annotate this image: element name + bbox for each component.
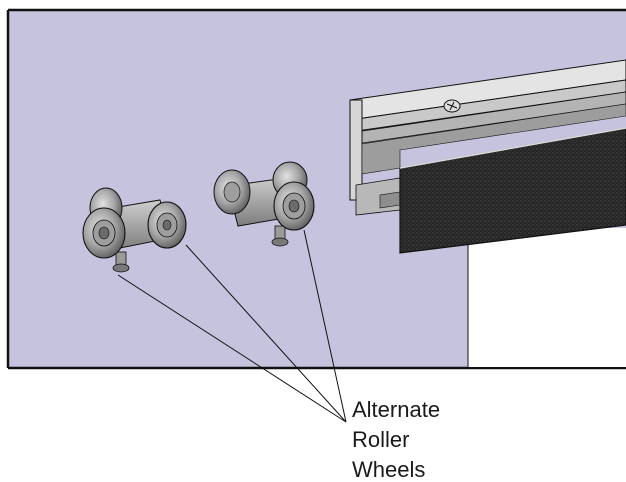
leader-line — [185, 244, 347, 423]
roller-wheel-icon — [82, 187, 187, 273]
callout-line-3: Wheels — [352, 457, 425, 482]
callout-line-2: Roller — [352, 427, 409, 452]
screw-icon — [443, 99, 461, 113]
brush-strip — [399, 127, 626, 254]
callout-leaders — [117, 229, 347, 423]
leader-line — [303, 229, 347, 423]
callout-label: Alternate Roller Wheels — [352, 397, 440, 482]
roller-wheel-icon — [213, 161, 315, 247]
callout-line-1: Alternate — [352, 397, 440, 422]
track-header — [349, 59, 626, 216]
door-opening — [467, 228, 626, 367]
leader-line — [117, 274, 347, 423]
